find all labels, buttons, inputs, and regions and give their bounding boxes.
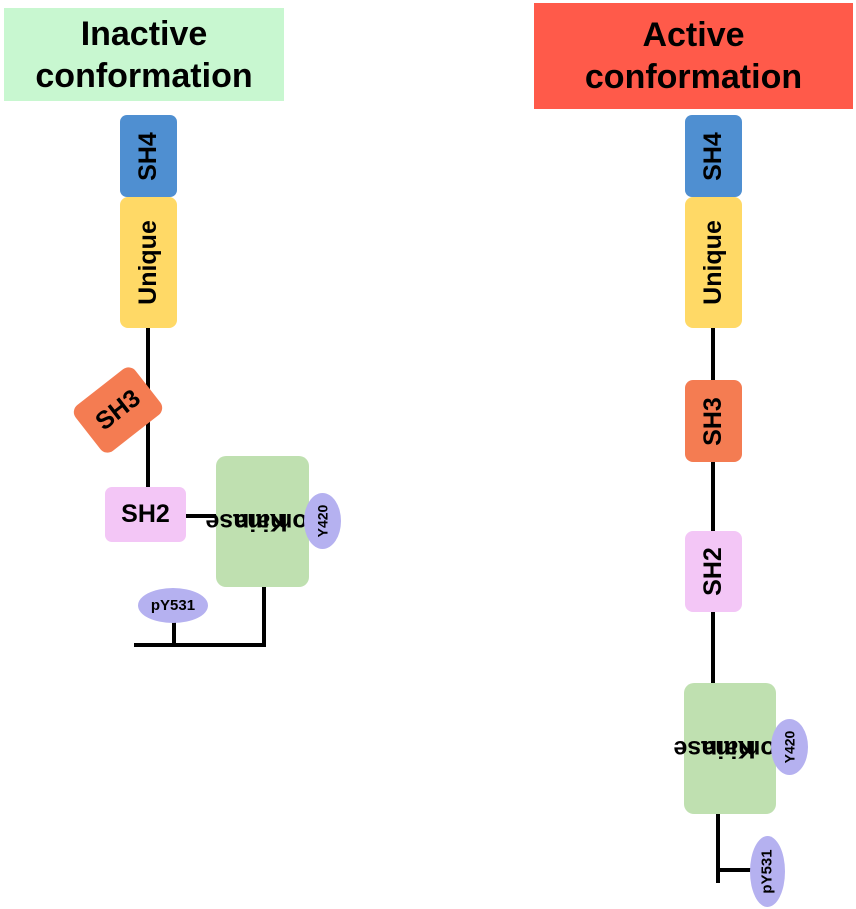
inactive-title: Inactive conformation <box>4 8 284 101</box>
active-sh3-domain: SH3 <box>685 380 742 462</box>
inactive-sh4-domain: SH4 <box>120 115 177 197</box>
active-sh2-label: SH2 <box>698 547 727 596</box>
active-sh4-label: SH4 <box>698 131 727 181</box>
inactive-title-line1: Inactive <box>80 14 208 53</box>
active-sh3-label: SH3 <box>698 396 727 446</box>
inactive-sh3-label: SH3 <box>89 383 146 436</box>
active-y420-label: Y420 <box>781 730 798 764</box>
active-kinase-domain: Kinase domain <box>673 683 790 814</box>
active-title-line1: Active <box>642 16 745 54</box>
active-py531-label: pY531 <box>759 849 777 894</box>
inactive-kinase-domain: Kinase domain <box>206 456 323 587</box>
active-unique-label: Unique <box>699 220 727 305</box>
inactive-py531-label: pY531 <box>150 597 196 614</box>
active-title-line2: conformation <box>584 58 803 96</box>
inactive-unique-label: Unique <box>134 220 162 305</box>
inactive-sh2-label: SH2 <box>121 500 170 528</box>
inactive-title-line2: conformation <box>35 56 253 95</box>
active-sh2-domain: SH2 <box>685 531 742 612</box>
active-sh4-domain: SH4 <box>685 115 742 197</box>
inactive-y420-site: Y420 <box>304 493 341 549</box>
inactive-sh2-domain: SH2 <box>105 487 186 542</box>
inactive-py531-site: pY531 <box>138 588 208 623</box>
inactive-y420-label: Y420 <box>314 504 331 538</box>
active-y420-site: Y420 <box>771 719 808 775</box>
active-unique-domain: Unique <box>685 197 742 328</box>
inactive-sh4-label: SH4 <box>133 131 162 181</box>
active-py531-site: pY531 <box>750 836 785 907</box>
inactive-unique-domain: Unique <box>120 197 177 328</box>
active-title: Active conformation <box>534 3 853 109</box>
